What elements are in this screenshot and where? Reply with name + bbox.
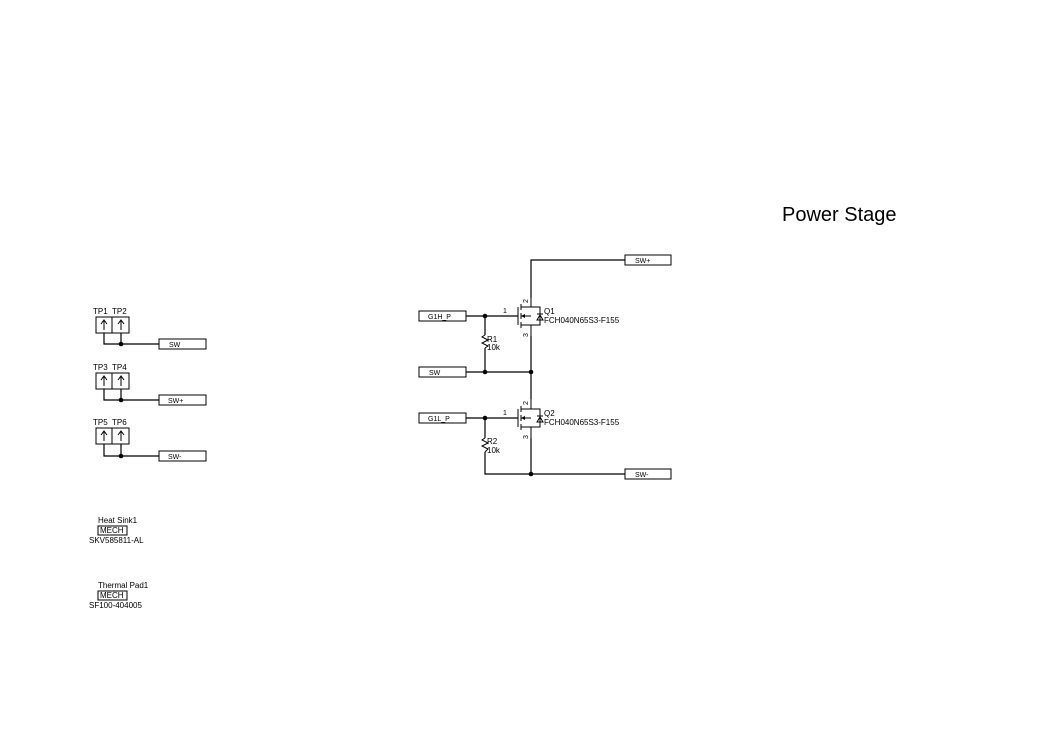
resistor-r1: R1 10k — [480, 316, 501, 372]
source-wire-q2 — [484, 438, 532, 475]
junction-dot — [528, 471, 534, 477]
component-part: FCH040N65S3-F155 — [544, 316, 620, 325]
net-port-sw-minus — [624, 468, 672, 480]
net-port — [158, 450, 207, 462]
mech-thermal-pad: Thermal Pad1 MECH SF100-404005 — [89, 581, 149, 610]
test-point-group-3: TP5 TP6 SW- — [93, 418, 207, 462]
net-port-label: G1L_P — [428, 416, 450, 423]
junction-dot — [528, 369, 534, 375]
resistor-r2: R2 10k — [480, 418, 501, 455]
test-point-arrow-icon — [100, 319, 108, 330]
mosfet-q2: G1L_P 1 2 3 Q2 FCH040N65S3-F155 — [418, 399, 620, 439]
test-point-group-1: TP1 TP2 SW — [93, 307, 207, 350]
test-point-arrow-icon — [117, 375, 125, 386]
pin-number-gate: 1 — [503, 308, 507, 315]
net-port-label: G1H_P — [428, 314, 451, 321]
mech-part: SF100-404005 — [89, 601, 142, 610]
net-port-sw-plus — [624, 254, 672, 266]
net-port-label: SW — [429, 370, 441, 377]
test-point-arrow-icon — [117, 430, 125, 441]
pin-number-source: 3 — [523, 333, 530, 337]
component-value: 10k — [487, 446, 501, 455]
net-port-label: SW+ — [168, 398, 183, 405]
test-point-label: TP5 — [93, 418, 108, 427]
drain-wire-q1 — [530, 259, 625, 298]
component-value: 10k — [487, 343, 501, 352]
mech-tag: MECH — [100, 591, 124, 600]
junction-dot — [118, 453, 124, 459]
pin-number-drain: 2 — [523, 401, 530, 405]
mosfet-q1: G1H_P 1 2 3 Q1 FCH040N65S3-F155 — [418, 298, 620, 337]
mech-heat-sink: Heat Sink1 MECH SKV585811-AL — [89, 516, 144, 545]
mech-tag-box — [97, 590, 128, 601]
test-point-group-2: TP3 TP4 SW+ — [93, 363, 207, 406]
mech-tag-box — [97, 525, 128, 536]
test-point-arrow-icon — [117, 319, 125, 330]
mech-part: SKV585811-AL — [89, 536, 144, 545]
test-point-label: TP3 — [93, 363, 108, 372]
component-part: FCH040N65S3-F155 — [544, 418, 620, 427]
test-point-label: TP1 — [93, 307, 108, 316]
pin-number-drain: 2 — [523, 299, 530, 303]
net-port-sw — [418, 366, 467, 378]
net-port — [158, 338, 207, 350]
component-ref: Q1 — [544, 307, 555, 316]
mech-tag: MECH — [100, 526, 124, 535]
test-point-label: TP4 — [112, 363, 127, 372]
test-point-arrow-icon — [100, 375, 108, 386]
test-point-label: TP2 — [112, 307, 127, 316]
mech-name: Thermal Pad1 — [98, 581, 149, 590]
net-port-label: SW- — [168, 454, 182, 461]
component-ref: Q2 — [544, 409, 555, 418]
resistor-zigzag — [480, 437, 490, 453]
junction-dot — [118, 341, 124, 347]
net-port-label: SW+ — [635, 258, 650, 265]
pin-number-gate: 1 — [503, 410, 507, 417]
component-ref: R1 — [487, 335, 498, 344]
net-port-label: SW — [169, 342, 181, 349]
sheet-title: Power Stage — [782, 204, 897, 226]
test-point-label: TP6 — [112, 418, 127, 427]
net-port — [158, 394, 207, 406]
net-port-label: SW- — [635, 472, 649, 479]
mech-name: Heat Sink1 — [98, 516, 138, 525]
resistor-zigzag — [480, 334, 490, 349]
pin-number-source: 3 — [523, 435, 530, 439]
test-point-arrow-icon — [100, 430, 108, 441]
component-ref: R2 — [487, 437, 498, 446]
junction-dot — [118, 397, 124, 403]
